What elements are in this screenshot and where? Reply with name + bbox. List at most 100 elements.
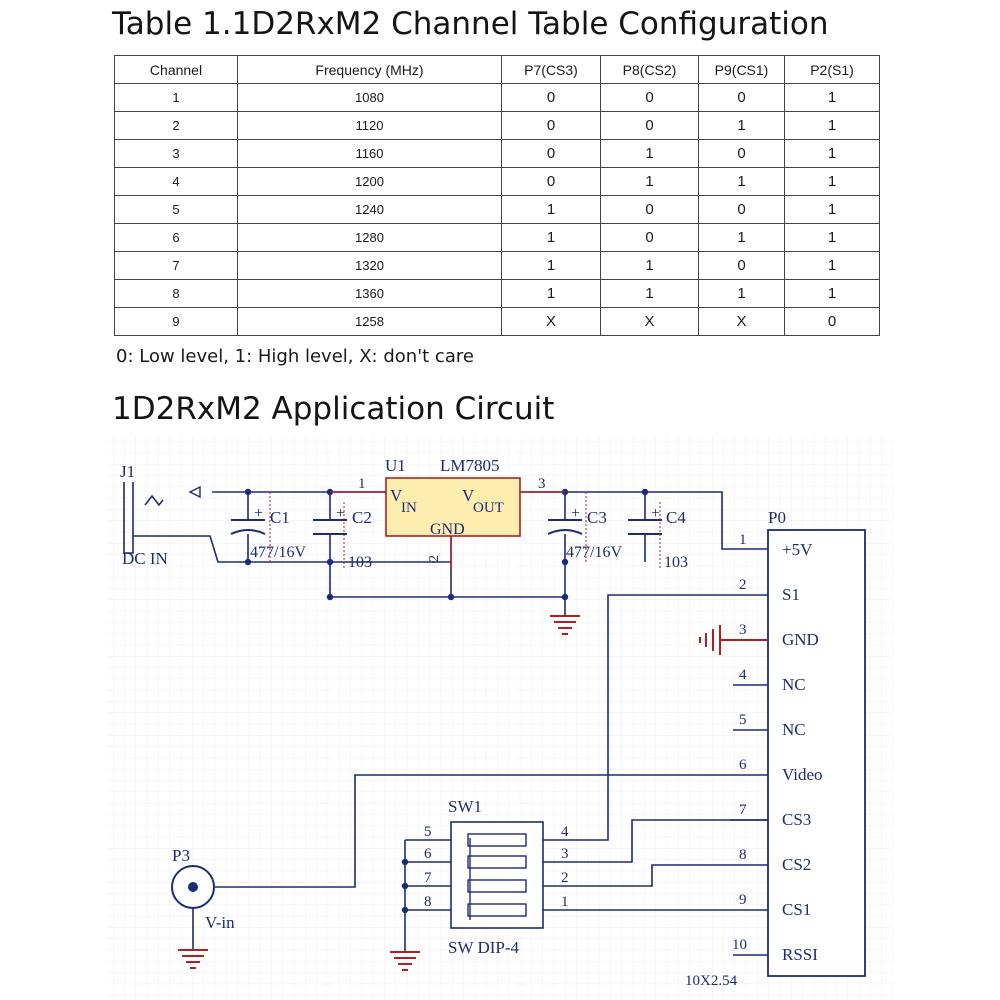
label-c3-value: 477/16V bbox=[566, 544, 622, 561]
p0-pin-number: 9 bbox=[739, 892, 747, 908]
table-cell: 0 bbox=[501, 139, 601, 168]
label-c1: C1 bbox=[270, 508, 290, 527]
table-cell: 1 bbox=[501, 251, 601, 280]
table-cell: 6 bbox=[114, 223, 238, 252]
table-cell: 1 bbox=[501, 195, 601, 224]
table-cell: 1 bbox=[600, 251, 699, 280]
p0-pin-number: 1 bbox=[739, 532, 747, 548]
p0-pin-label: NC bbox=[782, 720, 806, 739]
p0-pin-label: CS2 bbox=[782, 855, 811, 874]
table-cell: 0 bbox=[784, 307, 880, 336]
p0-pin-number: 8 bbox=[739, 847, 747, 863]
sw1-left-pin-number: 7 bbox=[424, 870, 432, 886]
p0-pin-number: 10 bbox=[732, 937, 747, 953]
label-lm7805: LM7805 bbox=[440, 456, 500, 475]
label-c1-value: 477/16V bbox=[250, 544, 306, 561]
table-cell: 1120 bbox=[237, 111, 502, 140]
label-c4-value: 103 bbox=[664, 554, 688, 571]
table-cell: 1280 bbox=[237, 223, 502, 252]
dc-jack-arrow bbox=[188, 485, 201, 499]
label-vout-v: V bbox=[462, 486, 475, 505]
sw1-right-pin-number: 3 bbox=[561, 846, 569, 862]
table-cell: X bbox=[501, 307, 601, 336]
p0-pin-label: CS1 bbox=[782, 900, 811, 919]
table-cell: 1 bbox=[698, 111, 785, 140]
table-cell: 0 bbox=[698, 83, 785, 112]
table-cell: 0 bbox=[698, 139, 785, 168]
table-cell: 1 bbox=[698, 167, 785, 196]
table-header-row: Channel Frequency (MHz) P7(CS3) P8(CS2) … bbox=[114, 55, 880, 84]
table-cell: X bbox=[600, 307, 699, 336]
regulator-pins bbox=[330, 491, 565, 570]
table-cell: 1 bbox=[784, 195, 880, 224]
table-cell: 1 bbox=[501, 279, 601, 308]
table-cell: 1 bbox=[784, 251, 880, 280]
p0-pin-label: RSSI bbox=[782, 945, 818, 964]
table-cell: 7 bbox=[114, 251, 238, 280]
header-frequency: Frequency (MHz) bbox=[237, 55, 502, 84]
table-cell: 0 bbox=[600, 223, 699, 252]
p0-pin-label: GND bbox=[782, 630, 819, 649]
label-p3: P3 bbox=[172, 846, 190, 865]
p0-pin-number: 3 bbox=[739, 622, 747, 638]
capacitors bbox=[230, 519, 662, 535]
label-vout-sub: OUT bbox=[473, 500, 504, 516]
connector-p0 bbox=[767, 529, 866, 977]
wires bbox=[123, 482, 768, 956]
table-cell: 1258 bbox=[237, 307, 502, 336]
circuit-title: 1D2RxM2 Application Circuit bbox=[112, 391, 555, 427]
table-cell: X bbox=[698, 307, 785, 336]
label-u1-pin1: 1 bbox=[358, 476, 366, 492]
label-v-in: V-in bbox=[205, 913, 235, 932]
sw1-right-pin-number: 2 bbox=[561, 870, 569, 886]
header-p8-cs2: P8(CS2) bbox=[600, 55, 699, 84]
label-c4: C4 bbox=[666, 508, 686, 527]
table-cell: 1320 bbox=[237, 251, 502, 280]
p0-pin-label: NC bbox=[782, 675, 806, 694]
svg-text:+: + bbox=[254, 505, 263, 522]
table-cell: 0 bbox=[501, 167, 601, 196]
label-vin-v: V bbox=[390, 486, 403, 505]
dip-switch-levers bbox=[467, 833, 527, 920]
label-u1-pin3: 3 bbox=[538, 476, 546, 492]
label-c2-value: 103 bbox=[348, 554, 372, 571]
application-circuit: ++++ J1 DC IN U1 LM7805 V IN V OUT GND 1… bbox=[108, 435, 893, 1000]
table-cell: 1 bbox=[600, 139, 699, 168]
svg-text:+: + bbox=[571, 505, 580, 522]
table-cell: 1 bbox=[600, 279, 699, 308]
bnc-connector-p3 bbox=[171, 865, 215, 909]
sw1-left-pin-number: 6 bbox=[424, 846, 432, 862]
label-j1: J1 bbox=[120, 462, 135, 481]
label-u1: U1 bbox=[385, 456, 406, 475]
label-c3: C3 bbox=[587, 508, 607, 527]
label-p0: P0 bbox=[768, 508, 786, 527]
table-cell: 8 bbox=[114, 279, 238, 308]
table-cell: 1 bbox=[784, 167, 880, 196]
p0-pin-label: CS3 bbox=[782, 810, 811, 829]
ground-symbols bbox=[178, 615, 768, 971]
svg-text:+: + bbox=[336, 505, 345, 522]
table-cell: 1 bbox=[784, 83, 880, 112]
table-cell: 1 bbox=[501, 223, 601, 252]
p0-pin-number: 7 bbox=[739, 802, 747, 818]
table-cell: 0 bbox=[501, 111, 601, 140]
table-cell: 1240 bbox=[237, 195, 502, 224]
p0-pin-number: 6 bbox=[739, 757, 747, 773]
dc-jack-contact bbox=[144, 494, 164, 507]
capacitor-outlines bbox=[269, 492, 661, 570]
table-cell: 1 bbox=[784, 223, 880, 252]
table-cell: 0 bbox=[600, 195, 699, 224]
table-cell: 0 bbox=[698, 195, 785, 224]
p0-pin-label: +5V bbox=[782, 540, 813, 559]
regulator-u1 bbox=[385, 477, 521, 537]
sw1-right-pin-number: 1 bbox=[561, 894, 569, 910]
table-cell: 1 bbox=[698, 223, 785, 252]
sw1-right-pin-number: 4 bbox=[561, 824, 569, 840]
table-cell: 1 bbox=[784, 111, 880, 140]
